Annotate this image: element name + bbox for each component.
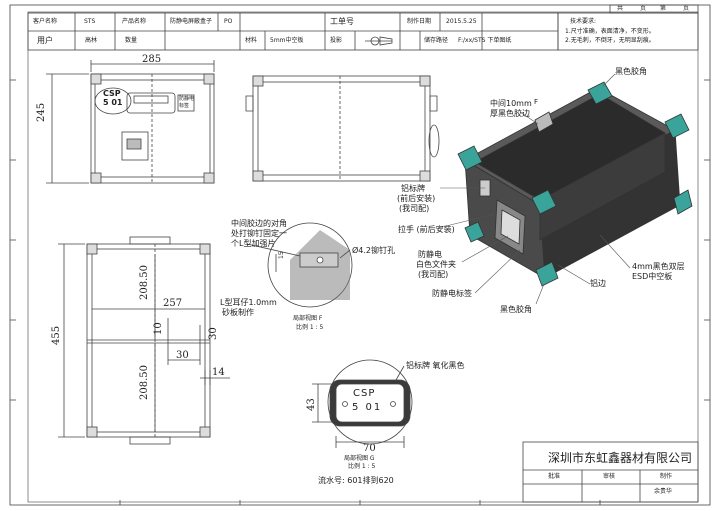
drawer-name: 余贵华 <box>654 488 673 495</box>
header-table <box>27 12 559 51</box>
dim-total-length: 455 <box>51 325 62 345</box>
serial-note: 流水号: 601排到620 <box>318 476 394 485</box>
dim-ear-14: 14 <box>212 367 225 378</box>
label-mid-edge-2: 厚黑色胶边 <box>490 109 530 118</box>
label-esd-folder-1: 防静电 <box>418 250 442 259</box>
angle-label: 投影 <box>330 37 343 44</box>
dim-plate-width: 70 <box>363 443 376 454</box>
dim-front-height: 245 <box>36 102 47 122</box>
plate-g-num: 5 01 <box>352 402 383 413</box>
dim-ear-30b: 30 <box>208 327 219 340</box>
corner-note-1: 中间胶边的对角 <box>231 219 287 228</box>
date-label: 制作日期 <box>407 18 432 25</box>
label-mid-edge: 中间10mm <box>490 99 532 108</box>
rivet-note: Ø4.2铆钉孔 <box>352 246 396 255</box>
projection-symbol <box>365 36 393 46</box>
label-iso-f: F <box>534 98 539 106</box>
user-label: 用户 <box>37 36 53 45</box>
plate-g-top: CSP <box>353 388 376 399</box>
corner-note-3: 个L型加强片 <box>231 239 276 248</box>
label-esd-label: 防静电标签 <box>432 289 472 298</box>
corner-note-2: 处打铆钉固定一 <box>231 229 287 238</box>
detail-view-f <box>246 222 353 308</box>
requirements-line-2: 2.无毛刺，不倒牙，无明显刮痕。 <box>565 37 655 44</box>
bottom-view <box>58 236 230 445</box>
product-value: 防静电屏蔽盒子 <box>170 18 213 25</box>
front-view <box>46 60 215 184</box>
label-alu-plate-1: 铝标牌 <box>401 184 425 193</box>
draw-label: 制作 <box>660 473 673 480</box>
label-black-corner-bottom: 黑色胶角 <box>500 305 532 314</box>
detail-f-title: 局部视图 F <box>293 315 323 322</box>
user-value: 高林 <box>85 37 98 44</box>
dim-front-width: 285 <box>142 54 162 65</box>
handle-label-2: 标签 <box>179 103 190 109</box>
detail-view-g <box>312 359 413 448</box>
handle-label-1: 防静电 <box>179 96 195 102</box>
label-esd-folder-3: (我司配) <box>418 270 449 279</box>
front-plate-top: CSP <box>103 89 121 98</box>
label-alu-plate-3: (我司配) <box>399 204 430 213</box>
dim-plate-height: 43 <box>306 398 317 411</box>
pager-page-label: 第 <box>660 5 667 12</box>
label-esd-folder-2: 白色文件夹 <box>416 260 456 269</box>
product-label: 产品名称 <box>122 18 147 25</box>
label-handle: 拉手 (前后安装) <box>398 225 455 234</box>
material-value: 5mm中空板 <box>270 37 304 44</box>
requirements-line-1: 1.尺寸准确，表面清净，不变形。 <box>565 28 655 35</box>
front-plate-num: 5 01 <box>103 98 123 107</box>
company-name: 深圳市东虹鑫器材有限公司 <box>548 451 693 465</box>
path-label: 储存路径 <box>424 37 449 44</box>
detail-g-title: 局部视图 G <box>344 455 375 462</box>
qty-label: 数量 <box>125 37 138 44</box>
detail-circle-g <box>94 87 132 115</box>
side-view <box>245 75 440 182</box>
title-block <box>522 441 699 503</box>
customer-value: STS <box>84 18 96 25</box>
pager-total-label: 共 <box>617 5 624 12</box>
date-value: 2015.5.25 <box>446 18 477 25</box>
label-alu-edge: 铝边 <box>590 279 606 288</box>
label-board-2: ESD中空板 <box>632 272 673 281</box>
dim-bracket-15: 15 <box>278 251 285 259</box>
label-black-corner-top: 黑色胶角 <box>615 67 647 76</box>
label-board-1: 4mm黑色双层 <box>632 262 685 271</box>
pager-total-unit: 页 <box>640 5 647 12</box>
dim-lower-half: 208.50 <box>139 365 150 400</box>
customer-label: 客户名称 <box>33 18 58 25</box>
dim-bottom-inner-width: 257 <box>163 298 183 309</box>
dim-ear-30a: 30 <box>176 350 189 361</box>
plate-note: 铝标牌 氧化黑色 <box>406 361 465 370</box>
design-label: 批准 <box>548 473 561 480</box>
label-alu-plate-2: (前后安装) <box>397 194 436 203</box>
pager-page-unit: 页 <box>683 5 690 12</box>
review-label: 审核 <box>603 473 616 480</box>
dim-upper-half: 208.50 <box>139 265 150 300</box>
requirements-title: 技术要求: <box>570 18 597 25</box>
isometric-box <box>457 81 693 287</box>
material-label: 材料 <box>245 37 258 44</box>
detail-g-scale: 比例 1 : 5 <box>348 463 376 470</box>
job-label: 工单号 <box>330 17 354 26</box>
path-value: F:/xx/STS 下单图纸 <box>458 37 512 44</box>
dim-center-gap: 10 <box>153 322 164 335</box>
drawing-inner-frame <box>27 11 699 503</box>
po-label: PO <box>224 18 233 25</box>
ear-note-1: L型耳仔1.0mm <box>220 298 277 307</box>
detail-f-scale: 比例 1 : 5 <box>296 324 324 331</box>
ear-note-2: 砂板制作 <box>222 308 254 317</box>
